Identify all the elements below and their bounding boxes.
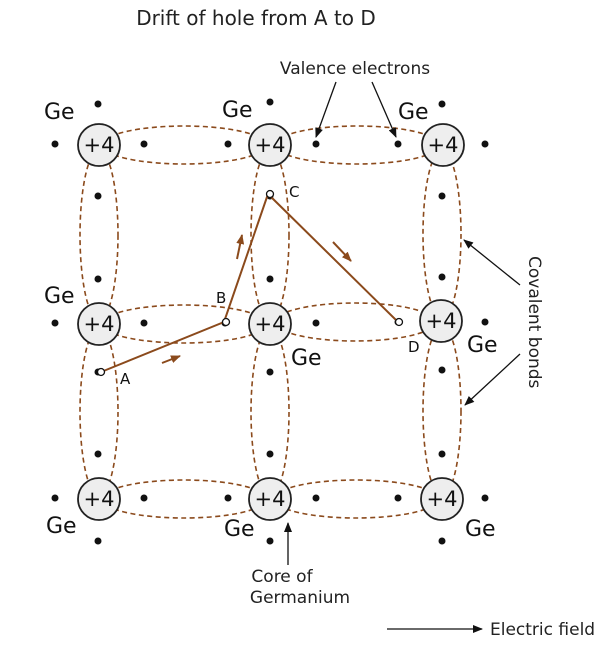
hole-c	[265, 189, 275, 199]
nucleus	[248, 477, 292, 521]
germanium-cores	[77, 123, 465, 521]
core-charge: +4	[255, 133, 286, 157]
drift-arrow-cd	[332, 241, 352, 262]
covalent-arrow-lower	[464, 353, 521, 406]
ge-label: Ge	[467, 333, 498, 358]
nucleus	[419, 299, 463, 343]
ge-label: Ge	[224, 517, 255, 542]
nucleus	[421, 123, 465, 167]
ge-label: Ge	[44, 100, 75, 125]
core-charge: +4	[426, 309, 457, 333]
core-charge: +4	[84, 133, 115, 157]
core-charge-labels: +4 +4 +4 +4 +4 +4 +4 +4 +4	[84, 133, 459, 511]
core-label-line2: Germanium	[250, 588, 350, 608]
nucleus	[420, 477, 464, 521]
core-charge: +4	[428, 133, 459, 157]
point-c-label: C	[289, 183, 299, 201]
covalent-arrow-upper	[463, 239, 521, 286]
core-charge: +4	[84, 312, 115, 336]
nucleus	[77, 302, 121, 346]
hole-b	[221, 317, 231, 327]
drift-arrow-bc	[236, 234, 245, 260]
holes	[96, 189, 404, 377]
diagram-title: Drift of hole from A to D	[136, 6, 376, 30]
ge-label: Ge	[46, 514, 77, 539]
core-charge: +4	[84, 487, 115, 511]
hole-drift-path	[100, 192, 398, 373]
nucleus	[248, 123, 292, 167]
point-d-label: D	[408, 338, 420, 356]
ge-label: Ge	[398, 100, 429, 125]
covalent-bonds-label: Covalent bonds	[524, 256, 544, 389]
point-a-label: A	[120, 370, 131, 388]
nucleus	[248, 302, 292, 346]
drift-arrow-ab	[161, 355, 181, 364]
core-charge: +4	[255, 487, 286, 511]
nucleus	[77, 123, 121, 167]
core-charge: +4	[427, 487, 458, 511]
ge-label: Ge	[291, 346, 322, 371]
valence-arrow-left	[315, 81, 337, 138]
core-label-line1: Core of	[251, 567, 313, 587]
ge-label: Ge	[222, 98, 253, 123]
ge-label: Ge	[465, 517, 496, 542]
hole-d	[394, 317, 404, 327]
nucleus	[77, 477, 121, 521]
core-charge: +4	[255, 312, 286, 336]
ge-labels: Ge Ge Ge Ge Ge Ge Ge Ge Ge	[44, 98, 498, 542]
point-b-label: B	[216, 289, 226, 307]
valence-arrow-right	[371, 81, 397, 138]
ge-label: Ge	[44, 284, 75, 309]
electric-field-label: Electric field	[490, 620, 595, 640]
hole-a	[96, 367, 106, 377]
valence-electrons-label: Valence electrons	[280, 59, 430, 79]
